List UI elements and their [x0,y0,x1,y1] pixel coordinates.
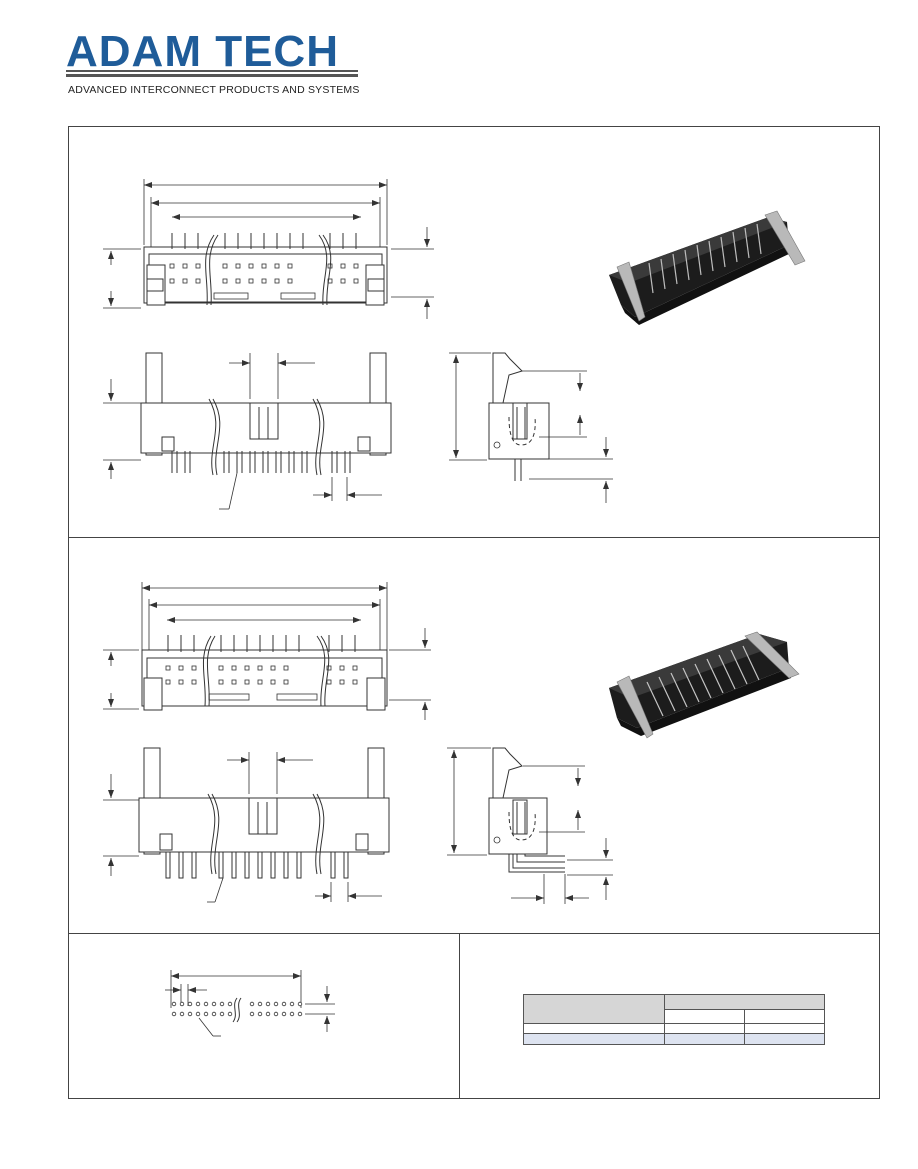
table-row [523,1023,825,1034]
top-view-pins [167,635,356,652]
vertical-header-section [68,126,880,538]
table-header-cell [664,994,825,1010]
table-header-row [523,994,825,1024]
dimension-table [523,994,825,1045]
side-view-dimensions [447,747,613,904]
brand-logo: ADAM TECH [66,27,362,98]
top-view-contact-holes [165,665,358,685]
side-view-body [488,747,565,873]
pcb-hole-pattern [171,997,303,1023]
brand-tagline: ADVANCED INTERCONNECT PRODUCTS AND SYSTE… [68,84,360,96]
table-cell [744,1033,825,1045]
right-angle-header-photo [609,631,800,739]
table-cell [523,1023,665,1034]
logo-wordmark: ADAM TECH [66,28,339,76]
dimension-table-section [459,933,880,1099]
pcb-layout-drawing [165,970,335,1037]
vertical-header-photo [609,210,806,325]
table-cell [664,1023,745,1034]
right-angle-header-drawing [103,582,800,904]
top-view-pins [171,233,357,249]
table-cell [744,1023,825,1034]
top-view-body [143,233,388,306]
side-view-body [488,352,550,481]
front-view-body [140,352,392,510]
vertical-header-drawing [103,179,806,510]
top-view-body [141,635,388,711]
front-view-pins [171,451,351,473]
table-subheader-cell [664,1008,745,1024]
top-view-height-dimension [103,227,434,319]
table-cell [523,1033,665,1045]
overall-length-dimension [143,179,388,252]
top-view-height-dimension [103,628,431,720]
top-view-contact-holes [169,263,359,284]
front-view-body [138,747,390,903]
pcb-layout-section [68,933,460,1099]
table-header-cell [523,994,665,1024]
table-row [523,1033,825,1045]
table-cell [664,1033,745,1045]
table-subheader-row [524,1008,825,1024]
front-view-pins [165,851,349,879]
front-view-dimensions [103,752,382,902]
top-view-dimensions [141,582,388,653]
table-subheader-cell [744,1008,825,1024]
right-angle-header-section [68,537,880,934]
front-view-dimensions [103,353,382,501]
side-view-dimensions [449,352,613,503]
